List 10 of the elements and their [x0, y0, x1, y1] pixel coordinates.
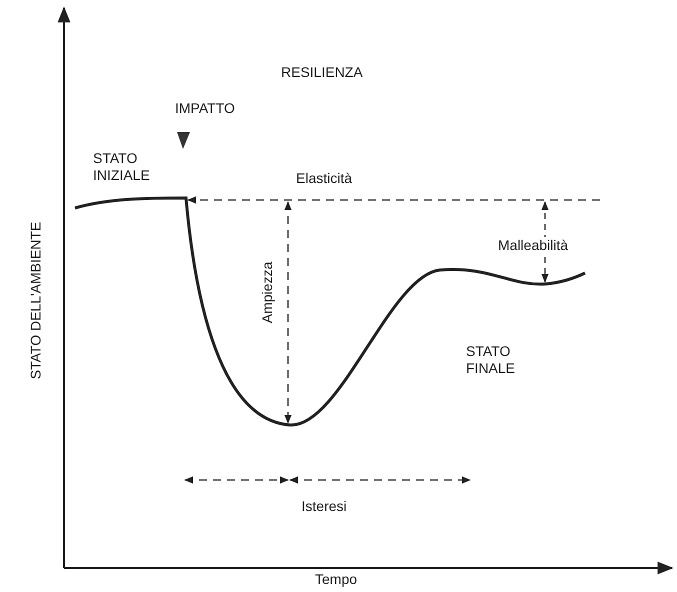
axis-title: STATO DELL'AMBIENTE	[27, 221, 44, 379]
axis-title: Tempo	[315, 571, 358, 588]
state-label: STATO FINALE	[466, 343, 516, 377]
state-label: STATO INIZIALE	[93, 150, 151, 184]
diagram-title: RESILIENZA	[281, 64, 363, 81]
dimension-label: Isteresi	[302, 498, 347, 515]
dimension-label: Elasticità	[296, 170, 352, 187]
dimension-label: Malleabilità	[498, 237, 568, 254]
event-label: IMPATTO	[175, 100, 235, 117]
dimension-label: Ampiezza	[258, 261, 276, 323]
